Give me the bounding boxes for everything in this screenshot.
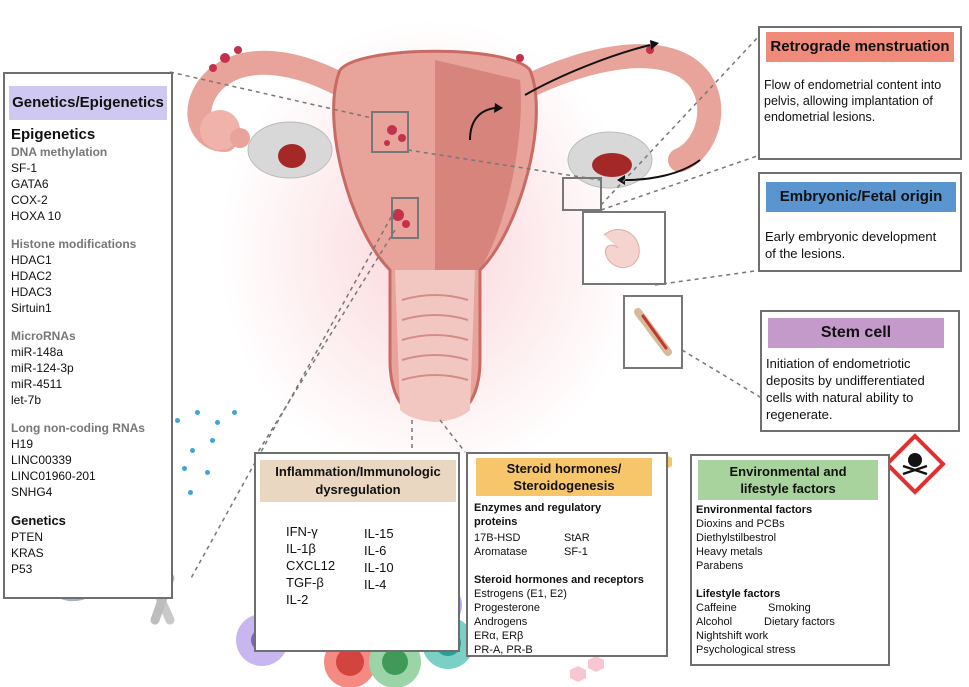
gene-item: COX-2	[11, 193, 48, 207]
stem-cell-text-line: deposits by undifferentiated	[766, 373, 925, 388]
inflammation-panel: Inflammation/Immunologic dysregulation I…	[254, 452, 460, 652]
stem-cell-text-line: regenerate.	[766, 407, 833, 422]
gene-item: miR-4511	[11, 377, 63, 391]
cytokine-item: IL-1β	[286, 541, 316, 556]
cytokine-item: IFN-γ	[286, 524, 318, 539]
environmental-title: Environmental and lifestyle factors	[698, 460, 878, 500]
embryonic-origin-panel: Embryonic/Fetal origin Early embryonic d…	[758, 172, 962, 272]
genetics-epigenetics-panel: Genetics/Epigenetics Epigenetics DNA met…	[3, 72, 173, 599]
environmental-item: Heavy metals	[696, 546, 763, 558]
cytokine-item: IL-2	[286, 592, 309, 607]
endometrial-lesions	[209, 46, 654, 228]
receptor-item: Estrogens (E1, E2)	[474, 588, 567, 600]
receptor-item: Androgens	[474, 616, 528, 628]
enzyme-item: SF-1	[564, 546, 588, 558]
retrograde-menstruation-panel: Retrograde menstruation Flow of endometr…	[758, 26, 962, 160]
lifestyle-item: Dietary factors	[764, 616, 835, 628]
cytokine-item: TGF-β	[286, 575, 324, 590]
lifestyle-item: Smoking	[768, 602, 811, 614]
stem-cell-panel: Stem cell Initiation of endometriotic de…	[760, 310, 960, 432]
left-fimbria	[200, 110, 250, 150]
hazard-icon	[884, 433, 946, 495]
gene-item: HOXA 10	[11, 209, 62, 223]
micrornas-heading: MicroRNAs	[11, 329, 76, 343]
gene-item: HDAC2	[11, 269, 52, 283]
environmental-title-line: lifestyle factors	[740, 481, 836, 496]
lifestyle-factors-heading: Lifestyle factors	[696, 588, 781, 600]
gene-item: SF-1	[11, 161, 38, 175]
zoom-box-tube	[371, 111, 409, 153]
receptors-heading: Steroid hormones and receptors	[474, 574, 644, 586]
gene-item: SNHG4	[11, 485, 53, 499]
inflammation-title-line: dysregulation	[315, 482, 401, 497]
gene-item: miR-148a	[11, 345, 64, 359]
environmental-item: Parabens	[696, 560, 744, 572]
lifestyle-item: Nightshift work	[696, 630, 769, 642]
gene-item: HDAC3	[11, 285, 52, 299]
gene-item: PTEN	[11, 530, 44, 544]
embryonic-text-line: Early embryonic development	[765, 229, 937, 244]
lncrna-heading: Long non-coding RNAs	[11, 421, 145, 435]
embryo-icon	[603, 229, 640, 269]
cytokine-item: IL-6	[364, 543, 387, 558]
zoom-box-ovary	[562, 177, 602, 211]
gene-item: miR-124-3p	[11, 361, 74, 375]
gene-item: HDAC1	[11, 253, 52, 267]
receptor-item: ERα, ERβ	[474, 630, 524, 642]
connector-lines	[169, 34, 766, 581]
right-fallopian-tube	[508, 44, 722, 172]
steroid-hormones-title: Steroid hormones/ Steroidogenesis	[476, 458, 652, 496]
receptor-item: PR-A, PR-B	[474, 644, 533, 656]
inflammation-title-line: Inflammation/Immunologic	[275, 464, 441, 479]
enzyme-item: StAR	[564, 532, 590, 544]
gene-item: H19	[11, 437, 34, 451]
lifestyle-item: Caffeine	[696, 602, 737, 614]
receptor-item: Progesterone	[474, 602, 541, 614]
cytokine-item: IL-15	[364, 526, 394, 541]
genetics-epigenetics-title: Genetics/Epigenetics	[9, 86, 167, 120]
retrograde-flow-arrows	[469, 44, 701, 181]
gene-item: let-7b	[11, 393, 42, 407]
environmental-item: Dioxins and PCBs	[696, 518, 785, 530]
retrograde-menstruation-title: Retrograde menstruation	[766, 32, 954, 62]
retrograde-text-line: Flow of endometrial content into	[764, 78, 942, 92]
inflammation-title: Inflammation/Immunologic dysregulation	[260, 460, 456, 502]
gene-item: LINC01960-201	[11, 469, 96, 483]
steroid-hormones-panel: Steroid hormones/ Steroidogenesis Enzyme…	[466, 452, 668, 657]
embryonic-text-line: of the lesions.	[765, 246, 846, 261]
gene-item: Sirtuin1	[11, 301, 52, 315]
cytokine-item: IL-10	[364, 560, 394, 575]
environmental-title-line: Environmental and	[729, 464, 847, 479]
gene-item: GATA6	[11, 177, 49, 191]
enzymes-heading: proteins	[474, 516, 518, 528]
enzyme-item: 17B-HSD	[474, 532, 521, 544]
gene-item: KRAS	[11, 546, 44, 560]
cytokine-item: IL-4	[364, 577, 387, 592]
lifestyle-item: Psychological stress	[696, 644, 796, 656]
embryonic-origin-title: Embryonic/Fetal origin	[766, 182, 956, 212]
retrograde-text-line: pelvis, allowing implantation of	[764, 94, 933, 108]
stem-cell-text-line: Initiation of endometriotic	[766, 356, 911, 371]
environmental-item: Diethylstilbestrol	[696, 532, 777, 544]
steroid-title-line: Steroidogenesis	[513, 478, 615, 493]
enzymes-heading: Enzymes and regulatory	[474, 502, 602, 514]
lifestyle-item: Alcohol	[696, 616, 733, 628]
histone-modifications-heading: Histone modifications	[11, 237, 137, 251]
gene-item: LINC00339	[11, 453, 72, 467]
environmental-panel: Environmental and lifestyle factors Envi…	[690, 454, 890, 666]
epigenetics-heading: Epigenetics	[11, 126, 96, 143]
stem-cell-title: Stem cell	[768, 318, 944, 348]
stem-cell-text-line: cells with natural ability to	[766, 390, 914, 405]
environmental-factors-heading: Environmental factors	[696, 504, 813, 516]
dna-methylation-heading: DNA methylation	[11, 145, 108, 159]
genetics-heading: Genetics	[11, 513, 66, 528]
steroid-title-line: Steroid hormones/	[506, 461, 622, 476]
retrograde-text-line: endometrial lesions.	[764, 110, 876, 124]
enzyme-item: Aromatase	[474, 546, 528, 558]
gene-item: P53	[11, 562, 33, 576]
zoom-box-uterus	[391, 197, 419, 239]
cytokine-item: CXCL12	[286, 558, 336, 573]
